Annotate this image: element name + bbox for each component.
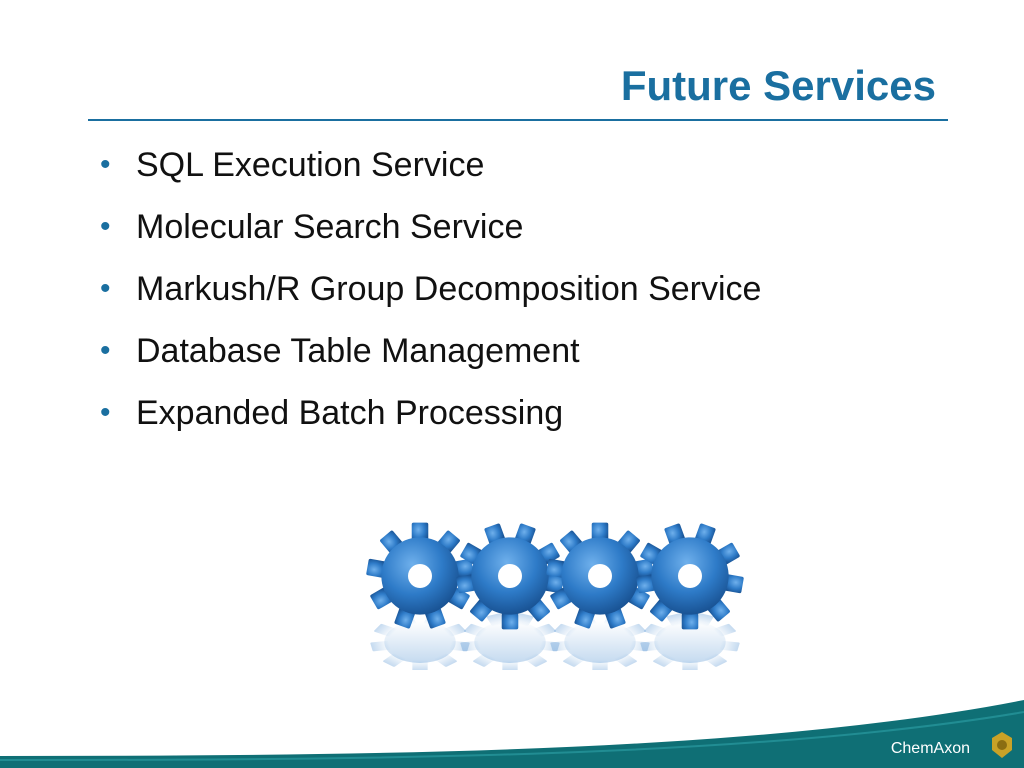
- bullet-marker: •: [100, 210, 111, 243]
- bullet-list: • SQL Execution Service • Molecular Search…: [100, 134, 761, 444]
- blue-gears-icon: [366, 510, 758, 670]
- bullet-item: • Molecular Search Service: [100, 196, 761, 258]
- bullet-item: • SQL Execution Service: [100, 134, 761, 196]
- bullet-text: Molecular Search Service: [136, 207, 524, 246]
- chemaxon-seal-icon: [992, 732, 1012, 758]
- bullet-marker: •: [100, 334, 111, 367]
- bullet-item: • Expanded Batch Processing: [100, 382, 761, 444]
- bullet-text: SQL Execution Service: [136, 145, 485, 184]
- slide-title: Future Services: [620, 62, 936, 109]
- bullet-item: • Database Table Management: [100, 320, 761, 382]
- chemaxon-logo-text: ChemAxon: [890, 740, 970, 757]
- bullet-marker: •: [100, 148, 111, 181]
- bullet-item: • Markush/R Group Decomposition Service: [100, 258, 761, 320]
- bullet-marker: •: [100, 272, 111, 305]
- bullet-text: Markush/R Group Decomposition Service: [136, 269, 762, 308]
- bullet-marker: •: [100, 396, 111, 429]
- bullet-text: Expanded Batch Processing: [136, 393, 564, 432]
- bullet-text: Database Table Management: [136, 331, 580, 370]
- title-underline: [88, 119, 948, 121]
